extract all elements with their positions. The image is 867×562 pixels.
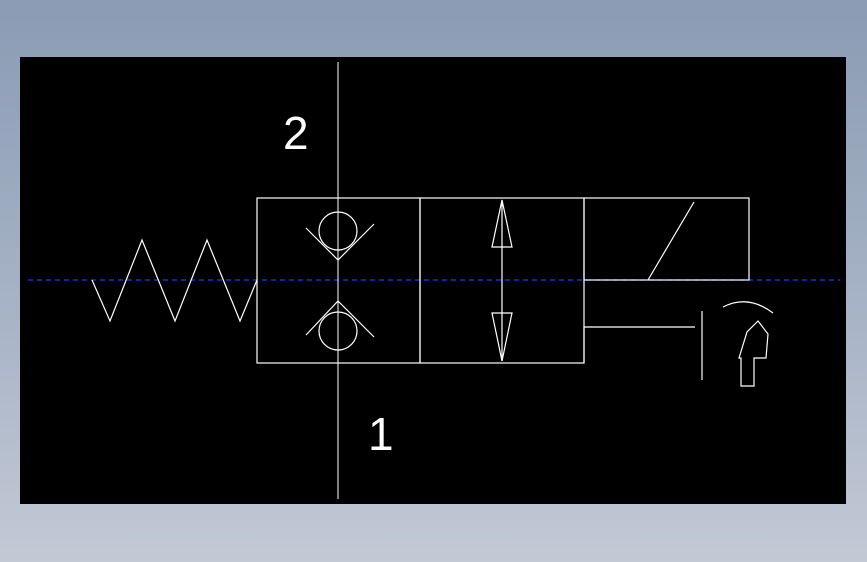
flow-arrow-icon [491,199,513,362]
solenoid-icon [647,201,695,281]
port-label-2: 2 [283,107,309,159]
valve-body [256,197,750,364]
port-label-1: 1 [368,408,394,460]
valve-box-right [583,197,750,281]
drawing-canvas: 2 1 [20,57,846,504]
check-valve-bottom [305,300,375,351]
valve-symbol-diagram: 2 1 [28,62,840,499]
check-valve-top [305,211,375,261]
pilot-actuator-icon [583,301,774,387]
spring-icon [91,238,258,323]
